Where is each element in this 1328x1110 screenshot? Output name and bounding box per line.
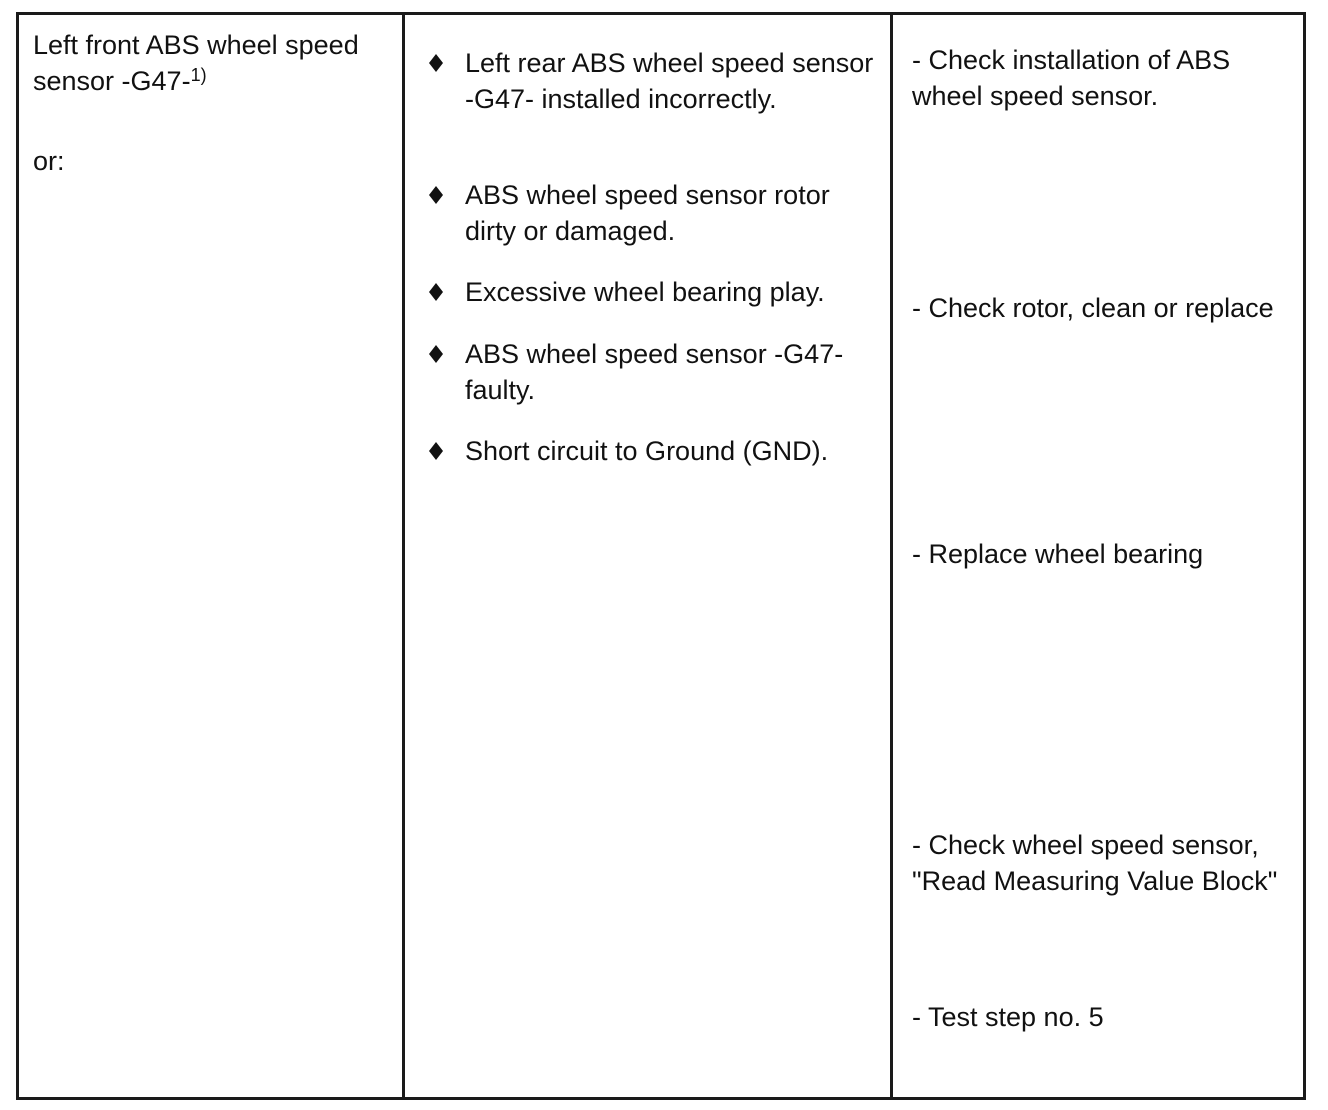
remedy-text: - Check wheel speed sensor, "Read Measur… (912, 830, 1278, 896)
cause-text: Short circuit to Ground (GND). (465, 436, 829, 466)
footnote-marker: 1) (190, 65, 207, 85)
fault-table: Left front ABS wheel speed sensor -G47-1… (16, 12, 1306, 1100)
diamond-bullet-icon (429, 186, 443, 204)
cause-item: Excessive wheel bearing play. (429, 274, 879, 310)
diamond-bullet-icon (429, 442, 443, 460)
cause-item: Left rear ABS wheel speed sensor -G47- i… (429, 45, 879, 117)
fault-location-cell: Left front ABS wheel speed sensor -G47-1… (33, 27, 398, 99)
cause-text: ABS wheel speed sensor rotor dirty or da… (465, 180, 830, 246)
column-divider (890, 15, 893, 1097)
cause-item: Short circuit to Ground (GND). (429, 433, 879, 469)
fault-location-text: Left front ABS wheel speed sensor -G47- (33, 30, 359, 96)
remedy-text: - Check rotor, clean or replace (912, 293, 1274, 323)
remedy-text: - Check installation of ABS wheel speed … (912, 45, 1231, 111)
cause-text: Left rear ABS wheel speed sensor -G47- i… (465, 48, 874, 114)
cause-item: ABS wheel speed sensor -G47- faulty. (429, 336, 879, 408)
remedy-text: - Test step no. 5 (912, 1002, 1104, 1032)
column-divider (402, 15, 405, 1097)
diamond-bullet-icon (429, 54, 443, 72)
cause-text: Excessive wheel bearing play. (465, 277, 825, 307)
or-label: or: (33, 146, 65, 176)
cause-item: ABS wheel speed sensor rotor dirty or da… (429, 177, 879, 249)
diamond-bullet-icon (429, 345, 443, 363)
cause-text: ABS wheel speed sensor -G47- faulty. (465, 339, 844, 405)
diamond-bullet-icon (429, 283, 443, 301)
remedy-text: - Replace wheel bearing (912, 539, 1204, 569)
